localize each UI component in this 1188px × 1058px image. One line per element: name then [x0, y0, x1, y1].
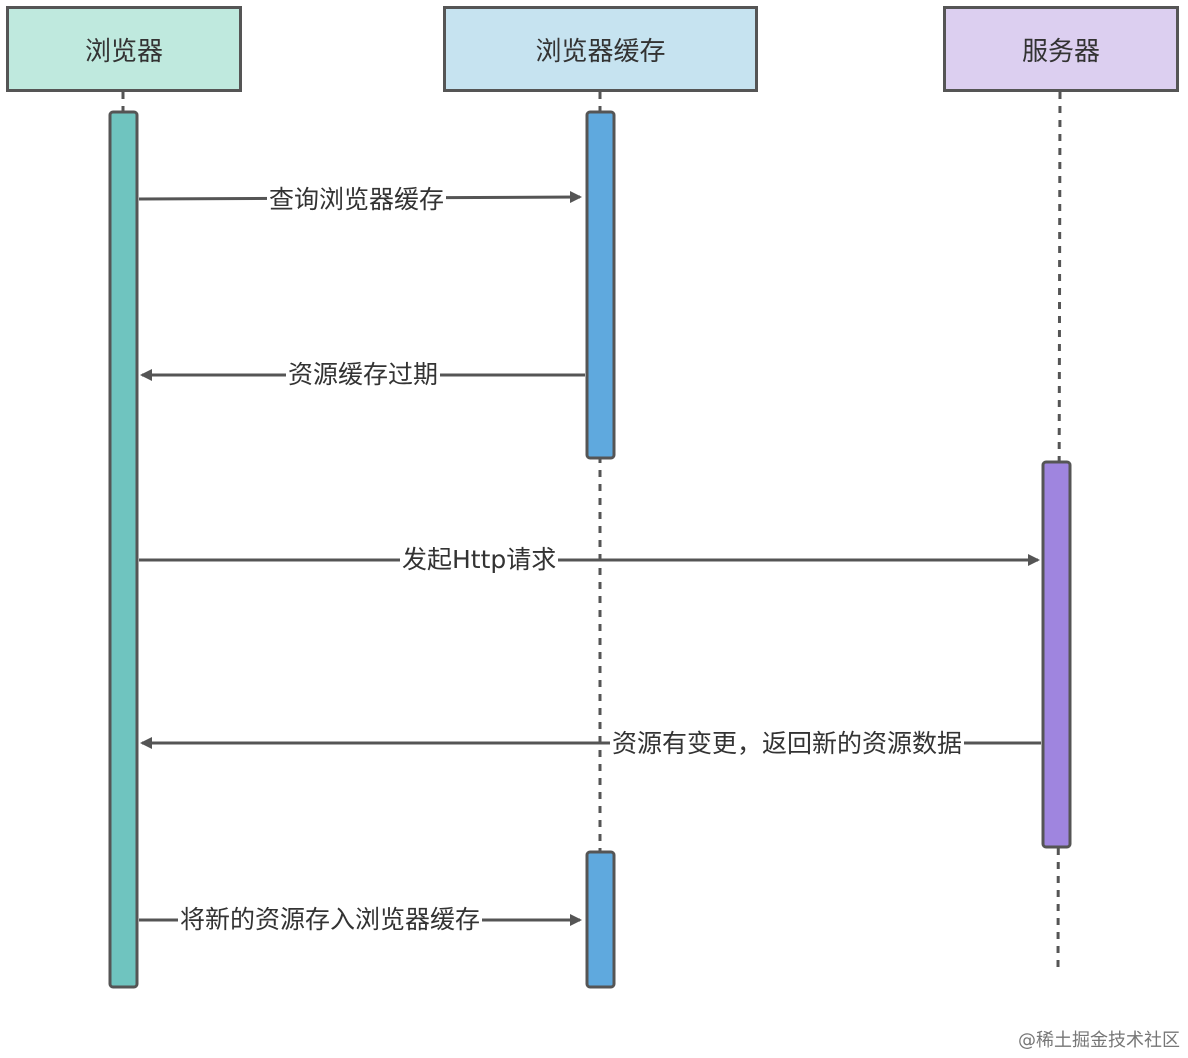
participant-server: 服务器 [943, 6, 1179, 92]
activation-browser [108, 110, 139, 989]
watermark: @稀土掘金技术社区 [1018, 1030, 1180, 1051]
message-label-5: 将新的资源存入浏览器缓存 [178, 904, 483, 936]
message-label-3: 发起Http请求 [400, 544, 559, 576]
participant-cache: 浏览器缓存 [443, 6, 758, 92]
message-label-2: 资源缓存过期 [286, 359, 441, 391]
activation-cache-1 [585, 110, 616, 460]
activation-server [1041, 460, 1072, 849]
activation-cache-2 [585, 850, 616, 989]
participant-browser-label: 浏览器 [84, 36, 163, 67]
participant-cache-label: 浏览器缓存 [535, 36, 666, 67]
message-label-1: 查询浏览器缓存 [267, 184, 447, 216]
participant-browser: 浏览器 [6, 6, 242, 92]
participant-server-label: 服务器 [1021, 36, 1100, 67]
message-label-4: 资源有变更，返回新的资源数据 [610, 728, 965, 760]
